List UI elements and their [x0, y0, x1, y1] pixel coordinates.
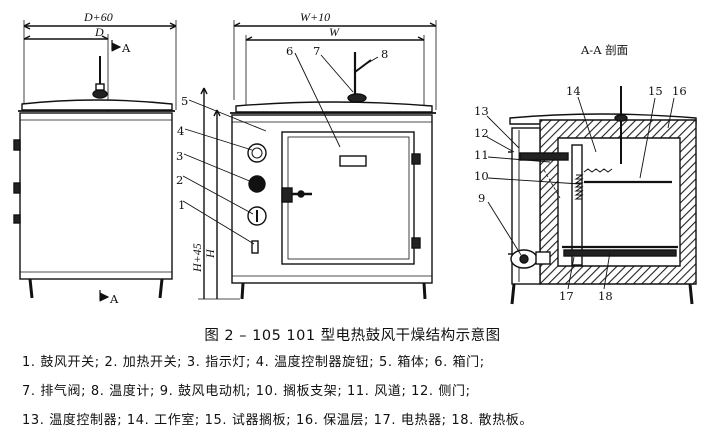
- front-dim-outer: W+10: [300, 10, 330, 24]
- section-title: A-A 剖面: [580, 43, 628, 57]
- front-dim-inner: W: [329, 25, 340, 39]
- side-dim-outer: D+60: [83, 10, 113, 24]
- figure-caption: 图 2 – 105 101 型电热鼓风干燥结构示意图: [204, 328, 501, 344]
- callout-16: 16: [672, 84, 687, 98]
- callout-1: 1: [178, 198, 185, 212]
- dryer-structure-diagram: D+60 D A A: [13, 10, 697, 306]
- callout-17: 17: [559, 289, 574, 303]
- callout-11: 11: [474, 148, 489, 162]
- callout-13: 13: [474, 104, 489, 118]
- side-view: [13, 20, 177, 302]
- section-mark-bottom: A: [109, 292, 119, 306]
- callout-14: 14: [566, 84, 581, 98]
- callout-4: 4: [177, 124, 184, 138]
- callout-18: 18: [598, 289, 613, 303]
- callout-5: 5: [181, 94, 188, 108]
- legend-line-1: 1. 鼓风开关; 2. 加热开关; 3. 指示灯; 4. 温度控制器旋钮; 5.…: [22, 355, 485, 370]
- callout-15: 15: [648, 84, 663, 98]
- callout-7: 7: [313, 44, 320, 58]
- front-dim-h-inner: H: [203, 248, 217, 259]
- callout-12: 12: [474, 126, 489, 140]
- callout-8: 8: [381, 47, 388, 61]
- callout-3: 3: [176, 149, 183, 163]
- front-view: [182, 20, 437, 300]
- front-dim-h-outer: H+45: [190, 243, 204, 273]
- callout-9: 9: [478, 191, 485, 205]
- section-view: [486, 86, 697, 305]
- legend-line-2: 7. 排气阀; 8. 温度计; 9. 鼓风电动机; 10. 搁板支架; 11. …: [22, 384, 471, 399]
- legend-line-3: 13. 温度控制器; 14. 工作室; 15. 试器搁板; 16. 保温层; 1…: [22, 413, 534, 428]
- side-dim-inner: D: [94, 25, 104, 39]
- callout-2: 2: [176, 173, 183, 187]
- callout-6: 6: [286, 44, 293, 58]
- callout-10: 10: [474, 169, 489, 183]
- section-mark-top: A: [121, 41, 131, 55]
